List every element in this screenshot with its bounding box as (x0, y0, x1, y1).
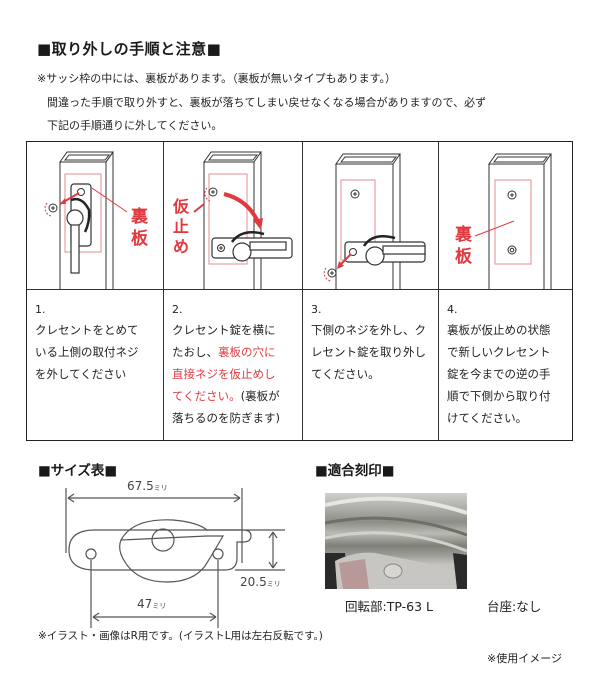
column-divider (302, 142, 303, 440)
note-back-plate: ※サッシ枠の中には、裏板があります。（裏板が無いタイプもあります。） (37, 72, 397, 85)
size-table-title: ■サイズ表■ (38, 463, 118, 479)
step-2-text: 2. クレセント錠を横に たおし、裏板の穴に 直接ネジを仮止めし てください。(… (164, 291, 302, 439)
step-line: いる上側の取付ネジ (35, 345, 139, 359)
svg-text:裏: 裏 (454, 224, 473, 245)
step-text-plain: (裏板が (240, 389, 280, 403)
dimension-unit: ミリ (153, 484, 168, 492)
step-text-plain: たおし、 (172, 345, 218, 359)
dimension-pitch-label: 47ミリ (137, 597, 166, 611)
dimension-width-label: 67.5ミリ (127, 479, 168, 493)
step-4-illustration: 裏 板 (439, 142, 574, 289)
step-line: たおし、裏板の穴に (172, 341, 296, 363)
step-number: 3. (311, 303, 322, 316)
step-1-illustration: 裏 板 (27, 142, 163, 289)
back-plate-icon: 裏 板 (454, 153, 552, 289)
step-text-highlight: 裏板の穴に (218, 345, 276, 359)
marking-title: ■適合刻印■ (315, 463, 395, 479)
dimension-unit: ミリ (152, 602, 167, 610)
svg-text:止: 止 (173, 217, 189, 236)
step-number: 2. (172, 303, 183, 316)
step-line: 落ちるのを防ぎます) (172, 411, 280, 425)
step-line: レセント錠を取り外し (311, 345, 426, 359)
crescent-lock-lower-screw-icon (323, 153, 426, 289)
note-warning-line2: 下記の手順通りに外してください。 (47, 119, 223, 132)
step-3-text: 3. 下側のネジを外し、ク レセント錠を取り外し てください。 (303, 291, 438, 439)
step-line: てください。(裏板が (172, 385, 296, 407)
step-line: を外してください (35, 367, 127, 381)
crescent-dimension-drawing-icon (65, 488, 285, 628)
step-line: 裏板が仮止めの状態 (447, 323, 551, 337)
marking-base: 台座:なし (487, 599, 542, 614)
crescent-lock-rotated-icon: 仮 止 め (172, 151, 293, 289)
step-4-text: 4. 裏板が仮止めの状態 で新しいクレセント 錠を今までの逆の手 順で下側から取… (439, 291, 572, 439)
step-text-highlight: 直接ネジを仮止めし (172, 367, 276, 381)
dimension-height-label: 20.5ミリ (240, 575, 281, 589)
row-divider (27, 289, 572, 290)
illustration-note: ※イラスト・画像はR用です。(イラストL用は左右反転です。) (38, 630, 323, 642)
step-number: 4. (447, 303, 458, 316)
column-divider (163, 142, 164, 440)
column-divider (438, 142, 439, 440)
marking-photo (325, 493, 467, 589)
page-title: ■取り外しの手順と注意■ (37, 40, 222, 58)
crescent-closeup-photo-icon (325, 496, 467, 589)
svg-text:仮: 仮 (172, 197, 190, 216)
step-line: てください。 (311, 367, 380, 381)
step-line: クレセントをとめて (35, 323, 139, 337)
step-1-text: 1. クレセントをとめて いる上側の取付ネジ を外してください (27, 291, 163, 439)
step-number: 1. (35, 303, 46, 316)
svg-text:め: め (173, 237, 189, 256)
crescent-lock-upper-screw-icon: 裏 板 (44, 151, 149, 289)
step-line: で新しいクレセント (447, 345, 551, 359)
svg-text:板: 板 (131, 228, 149, 249)
step-line: 錠を今までの逆の手 (447, 367, 551, 381)
step-line: 下側のネジを外し、ク (311, 323, 426, 337)
dimension-value: 67.5 (127, 479, 154, 493)
step-line: クレセント錠を横に (172, 323, 276, 337)
step-line: けてください。 (447, 411, 528, 425)
dimension-unit: ミリ (266, 580, 281, 588)
note-warning-line1: 間違った手順で取り外すと、裏板が落ちてしまい戻せなくなる場合がありますので、必ず (47, 96, 487, 109)
marking-rotation-part: 回転部:TP-63 L (345, 599, 433, 614)
step-3-illustration (303, 142, 438, 289)
step-2-illustration: 仮 止 め (164, 142, 302, 289)
step-text-highlight: てください。 (172, 389, 241, 403)
usage-image-note: ※使用イメージ (487, 652, 562, 665)
svg-text:板: 板 (455, 246, 473, 267)
dimension-value: 20.5 (240, 575, 267, 589)
removal-steps-table: 裏 板 仮 止 め (26, 141, 573, 441)
dimension-value: 47 (137, 597, 153, 611)
step-line: 順で下側から取り付 (447, 389, 551, 403)
svg-text:裏: 裏 (130, 206, 149, 227)
